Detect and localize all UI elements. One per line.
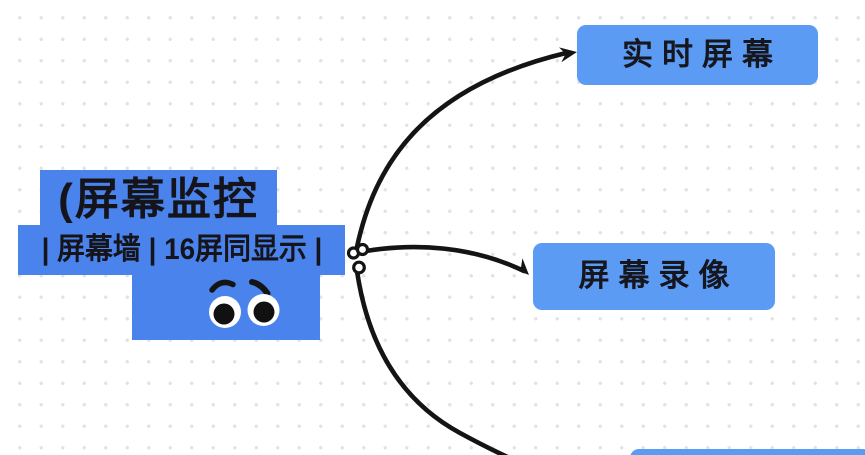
branch-node-realtime-screen[interactable]: 实时屏幕	[577, 25, 818, 85]
root-node-title: (屏幕监控	[58, 175, 259, 224]
arrowhead-middle-icon	[512, 258, 529, 275]
connector-curve-middle	[363, 244, 527, 274]
branch-node-screen-recording[interactable]: 屏幕录像	[533, 243, 775, 310]
root-node-title-block[interactable]: (屏幕监控	[40, 170, 277, 230]
root-node-subtitle-block[interactable]: | 屏幕墙 | 16屏同显示 |	[18, 225, 345, 275]
branch-label: 实时屏幕	[622, 36, 782, 73]
branch-node-bottom-cutoff[interactable]	[630, 449, 865, 455]
arrowhead-top-icon	[559, 47, 577, 63]
branch-label: 屏幕录像	[578, 258, 739, 294]
hub-dots-icon	[346, 242, 370, 275]
root-node-eyes-block[interactable]	[132, 275, 320, 340]
root-node-subtitle: | 屏幕墙 | 16屏同显示 |	[41, 233, 322, 266]
connector-curve-bottom	[354, 268, 509, 455]
connector-curve-top	[354, 50, 569, 250]
